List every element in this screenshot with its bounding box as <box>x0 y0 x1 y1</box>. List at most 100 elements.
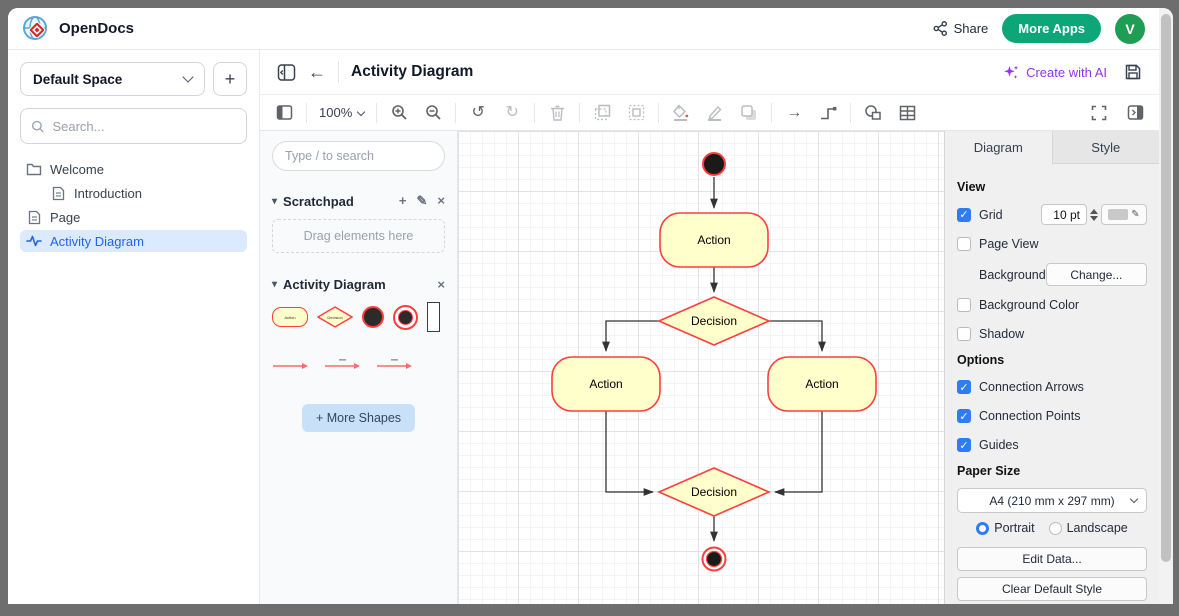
radio-unselected-icon <box>1048 521 1062 535</box>
collapse-sidebar-icon[interactable] <box>276 62 296 82</box>
edge-style-icon[interactable]: → <box>786 103 803 121</box>
sidebar-search[interactable] <box>20 108 247 144</box>
search-input[interactable] <box>52 118 236 134</box>
diagram-canvas[interactable]: Action Decision Action Action Decision <box>458 131 944 604</box>
toolbar-separator <box>658 102 660 123</box>
space-selector[interactable]: Default Space <box>20 62 205 96</box>
tab-style[interactable]: Style <box>1051 131 1159 164</box>
more-shapes-button[interactable]: + More Shapes <box>301 404 416 432</box>
delete-icon[interactable] <box>545 101 569 125</box>
fullscreen-icon[interactable] <box>1087 101 1111 125</box>
add-space-button[interactable]: + <box>213 62 247 96</box>
line-color-icon[interactable] <box>703 101 727 125</box>
edge-decision1-to-action2[interactable] <box>602 320 659 353</box>
fill-color-icon[interactable] <box>669 101 693 125</box>
caret-down-icon: ▾ <box>272 279 278 290</box>
clear-default-style-button[interactable]: Clear Default Style <box>957 577 1147 601</box>
format-panel: Diagram Style View ✓ Grid <box>944 131 1159 604</box>
shape-initial-node[interactable] <box>362 306 384 328</box>
back-button[interactable]: ← <box>308 61 326 82</box>
shape-action[interactable]: Action <box>272 307 308 327</box>
page-title: Activity Diagram <box>351 63 474 80</box>
shape-final-node[interactable] <box>393 304 418 330</box>
scratchpad-edit-icon[interactable]: ✎ <box>416 193 428 208</box>
shape-decision[interactable]: Decision <box>317 306 353 328</box>
grid-size-input[interactable] <box>1041 204 1087 225</box>
decision1-node[interactable] <box>656 296 772 346</box>
redo-icon[interactable]: ↻ <box>505 103 519 121</box>
shadow-checkbox[interactable] <box>957 327 971 341</box>
tree-item-label: Introduction <box>74 185 142 201</box>
activity-diagram-section-header[interactable]: ▾ Activity Diagram × <box>272 277 445 292</box>
space-selector-value: Default Space <box>33 71 123 87</box>
shape-search[interactable] <box>272 141 445 171</box>
undo-icon[interactable]: ↺ <box>471 103 485 121</box>
zoom-out-icon[interactable] <box>421 101 445 125</box>
background-change-button[interactable]: Change... <box>1045 263 1147 286</box>
view-section-title: View <box>957 180 986 194</box>
decision2-node[interactable] <box>656 467 772 517</box>
background-label: Background <box>979 267 1046 282</box>
edge-action3-to-decision2[interactable] <box>773 411 823 496</box>
divider <box>338 61 339 83</box>
page-tree: Welcome Introduction Page <box>20 158 247 252</box>
background-color-checkbox[interactable] <box>957 298 971 312</box>
user-avatar[interactable]: V <box>1115 13 1145 44</box>
guides-checkbox[interactable]: ✓ <box>957 438 971 452</box>
share-icon <box>933 21 947 36</box>
initial-node[interactable] <box>702 152 726 176</box>
action3-node[interactable] <box>767 356 877 412</box>
grid-size-stepper[interactable] <box>1090 208 1098 221</box>
more-apps-button[interactable]: More Apps <box>1002 14 1101 43</box>
section-close-icon[interactable]: × <box>437 277 445 292</box>
edit-data-button[interactable]: Edit Data... <box>957 547 1147 571</box>
edge-decision1-to-action3[interactable] <box>769 320 826 353</box>
insert-shape-icon[interactable] <box>861 101 885 125</box>
document-icon <box>26 209 42 225</box>
tree-item-activity-diagram[interactable]: Activity Diagram <box>20 230 247 252</box>
save-icon[interactable] <box>1123 62 1143 82</box>
toggle-panel-right-icon[interactable] <box>1123 101 1147 125</box>
final-node[interactable] <box>705 550 723 568</box>
page-view-checkbox[interactable] <box>957 237 971 251</box>
grid-color-button[interactable]: ✎ <box>1101 204 1147 225</box>
create-with-ai-button[interactable]: Create with AI <box>1003 64 1107 81</box>
window-scrollbar[interactable] <box>1159 8 1173 604</box>
action1-node[interactable] <box>659 212 769 268</box>
pencil-icon: ✎ <box>1131 209 1140 220</box>
action2-node[interactable] <box>551 356 661 412</box>
scratchpad-header[interactable]: ▾ Scratchpad + ✎ × <box>272 193 445 209</box>
grid-checkbox[interactable]: ✓ <box>957 207 971 222</box>
shape-vertical-bar[interactable] <box>427 302 440 332</box>
shape-search-input[interactable] <box>285 149 432 163</box>
landscape-radio[interactable]: Landscape <box>1048 521 1128 535</box>
connection-arrows-checkbox[interactable]: ✓ <box>957 380 971 394</box>
toolbar-separator <box>579 102 581 123</box>
waypoint-style-icon[interactable] <box>816 101 840 125</box>
tree-item-introduction[interactable]: Introduction <box>20 182 247 204</box>
tree-item-label: Page <box>50 209 81 225</box>
table-icon[interactable] <box>895 101 919 125</box>
shape-edge-labeled[interactable] <box>324 358 360 370</box>
scratchpad-drop-zone[interactable]: Drag elements here <box>272 219 445 253</box>
scratchpad-close-icon[interactable]: × <box>437 193 445 208</box>
shape-edge-plain[interactable] <box>272 358 308 370</box>
edge-action2-to-decision2[interactable] <box>605 411 655 496</box>
tree-item-page[interactable]: Page <box>20 206 247 228</box>
toggle-panel-left-icon[interactable] <box>272 101 296 125</box>
scratchpad-add-icon[interactable]: + <box>398 193 407 208</box>
connection-points-checkbox[interactable]: ✓ <box>957 409 971 423</box>
zoom-in-icon[interactable] <box>387 101 411 125</box>
landscape-label: Landscape <box>1066 521 1128 535</box>
portrait-radio[interactable]: Portrait <box>976 521 1035 535</box>
paper-size-select[interactable]: A4 (210 mm x 297 mm) <box>957 488 1147 513</box>
shadow-icon[interactable] <box>737 101 761 125</box>
share-button[interactable]: Share <box>933 21 988 36</box>
shape-edge-labeled-2[interactable] <box>376 358 412 370</box>
zoom-level-dropdown[interactable]: 100% <box>317 105 366 120</box>
to-front-icon[interactable] <box>590 101 614 125</box>
tree-item-welcome[interactable]: Welcome <box>20 158 247 180</box>
tab-diagram[interactable]: Diagram <box>945 131 1052 164</box>
to-back-icon[interactable] <box>624 101 648 125</box>
scrollbar-thumb[interactable] <box>1161 14 1171 563</box>
